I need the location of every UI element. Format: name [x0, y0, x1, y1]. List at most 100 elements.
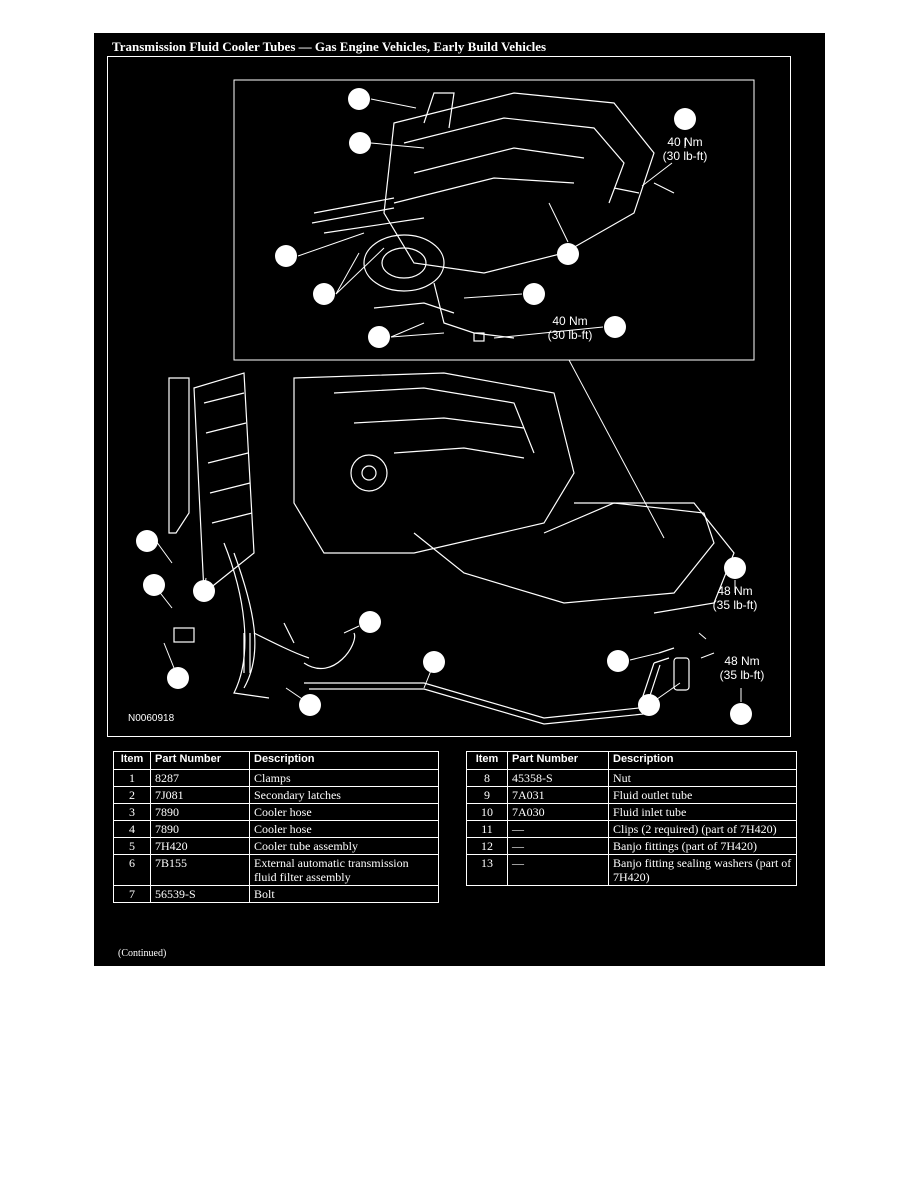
callout-5 — [423, 651, 445, 673]
torque-12-lower-nm: 40 Nm — [552, 314, 587, 328]
cell-item: 5 — [113, 837, 151, 855]
detail-inset-frame — [233, 79, 755, 361]
cell-desc: Secondary latches — [249, 786, 439, 804]
callout-4-label: 4 — [366, 615, 373, 630]
service-manual-page: Transmission Fluid Cooler Tubes — Gas En… — [94, 33, 825, 966]
callout-1-mid-label: 1 — [200, 584, 207, 599]
callout-11 — [313, 283, 335, 305]
cell-desc: Banjo fitting sealing washers (part of 7… — [608, 854, 797, 886]
callout-11-label: 11 — [318, 288, 331, 302]
cell-part: 7A030 — [507, 803, 609, 821]
callout-7-label: 7 — [737, 707, 744, 722]
cell-item: 12 — [466, 837, 508, 855]
illustration-frame — [107, 56, 791, 737]
cell-desc: Clips (2 required) (part of 7H420) — [608, 820, 797, 838]
callout-9 — [275, 245, 297, 267]
col-description: Description — [608, 751, 797, 770]
callout-2-right — [607, 650, 629, 672]
cell-part: 7H420 — [150, 837, 250, 855]
col-part-number: Part Number — [150, 751, 250, 770]
callout-1-mid — [193, 580, 215, 602]
cell-desc: Fluid outlet tube — [608, 786, 797, 804]
torque-8-nm: 48 Nm — [717, 584, 752, 598]
cell-part: 7A031 — [507, 786, 609, 804]
torque-12-upper-ft: (30 lb-ft) — [663, 149, 708, 163]
torque-specs: 40 Nm (30 lb-ft) 40 Nm (30 lb-ft) 48 Nm … — [548, 135, 765, 682]
callout-1-bottom-label: 1 — [306, 698, 313, 713]
cell-part: 7890 — [150, 803, 250, 821]
callouts: 2 6 12 9 11 10 13 13 12 1 3 1 2 — [136, 88, 752, 725]
cell-desc: External automatic transmission fluid fi… — [249, 854, 439, 886]
callout-6-upper — [349, 132, 371, 154]
cell-part: — — [507, 837, 609, 855]
cell-desc: Banjo fittings (part of 7H420) — [608, 837, 797, 855]
torque-8-ft: (35 lb-ft) — [713, 598, 758, 612]
table-row: 13—Banjo fitting sealing washers (part o… — [466, 854, 797, 886]
cell-desc: Cooler hose — [249, 803, 439, 821]
callout-3 — [143, 574, 165, 596]
cell-item: 10 — [466, 803, 508, 821]
callout-13-lower — [368, 326, 390, 348]
cell-desc: Cooler tube assembly — [249, 837, 439, 855]
cell-part: 45358-S — [507, 769, 609, 787]
cell-part: 7890 — [150, 820, 250, 838]
figure-code: N0060918 — [128, 713, 175, 724]
callout-12-upper-label: 12 — [678, 113, 692, 127]
cell-item: 6 — [113, 854, 151, 886]
cooler-tubes-illustration: 2 6 12 9 11 10 13 13 12 1 3 1 2 — [128, 79, 765, 725]
cell-desc: Clamps — [249, 769, 439, 787]
cell-desc: Fluid inlet tube — [608, 803, 797, 821]
callout-12-lower — [604, 316, 626, 338]
transmission-detail-drawing — [311, 92, 675, 342]
cell-desc: Nut — [608, 769, 797, 787]
callout-1-left — [136, 530, 158, 552]
cell-item: 7 — [113, 885, 151, 903]
callout-2-left — [167, 667, 189, 689]
cell-item: 4 — [113, 820, 151, 838]
cell-desc: Cooler hose — [249, 820, 439, 838]
callout-10 — [523, 283, 545, 305]
callout-10-label: 10 — [527, 288, 541, 302]
col-item: Item — [113, 751, 151, 770]
cell-item: 3 — [113, 803, 151, 821]
callout-4 — [359, 611, 381, 633]
callout-5-label: 5 — [430, 655, 437, 670]
cell-item: 13 — [466, 854, 508, 886]
cell-part: 7B155 — [150, 854, 250, 886]
callout-6-upper-label: 6 — [356, 136, 363, 151]
callout-leaders — [153, 98, 742, 705]
table-row: 11—Clips (2 required) (part of 7H420) — [466, 820, 797, 838]
callout-2-right-label: 2 — [614, 654, 621, 669]
cell-part: — — [507, 854, 609, 886]
callout-12-lower-label: 12 — [608, 321, 622, 335]
col-item: Item — [466, 751, 508, 770]
callout-3-label: 3 — [150, 578, 157, 593]
callout-13-upper — [557, 243, 579, 265]
callout-1-bottom — [299, 694, 321, 716]
torque-12-lower-ft: (30 lb-ft) — [548, 328, 593, 342]
callout-2-upper — [348, 88, 370, 110]
callout-9-label: 9 — [282, 249, 289, 264]
callout-2-upper-label: 2 — [355, 92, 362, 107]
callout-6-lower-label: 6 — [645, 698, 652, 713]
callout-7 — [730, 703, 752, 725]
callout-2-left-label: 2 — [174, 671, 181, 686]
callout-6-lower — [638, 694, 660, 716]
cell-item: 9 — [466, 786, 508, 804]
cell-part: 56539-S — [150, 885, 250, 903]
torque-7-nm: 48 Nm — [724, 654, 759, 668]
cell-item: 8 — [466, 769, 508, 787]
callout-8 — [724, 557, 746, 579]
